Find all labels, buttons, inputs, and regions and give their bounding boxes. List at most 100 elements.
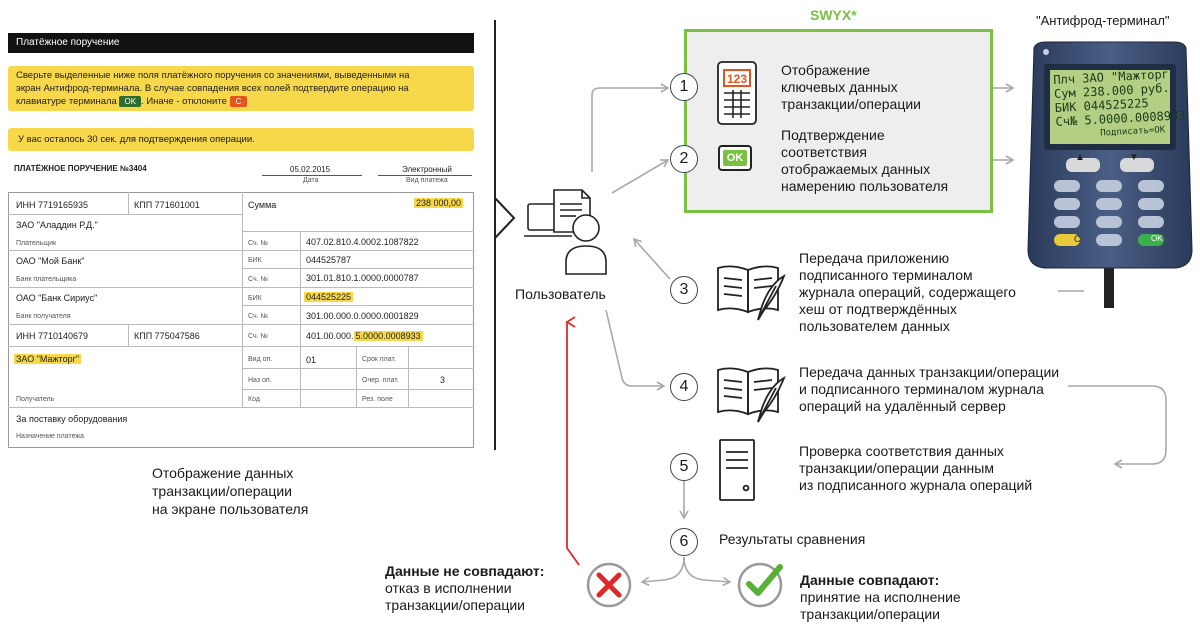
recipient-bank-label: Банк получателя xyxy=(16,313,71,320)
notice-line-3a: клавиатуре терминала xyxy=(16,96,117,107)
step-5-line-1: Проверка соответствия данных xyxy=(799,443,1004,459)
ok-button-label: OK xyxy=(723,150,747,166)
recipient-bank: ОАО "Банк Сириус" xyxy=(16,293,98,303)
rcpt-acc-label: Сч. № xyxy=(248,333,269,340)
verification-notice: Сверьте выделенные ниже поля платёжного … xyxy=(8,66,474,111)
step-3-line-1: Передача приложению xyxy=(799,250,950,266)
step-3-line-4: хеш от подтверждённых xyxy=(799,301,957,317)
screen-digits: 123 xyxy=(727,72,747,86)
caption-left-3: на экране пользователя xyxy=(152,501,309,517)
terminal-screen: Плч ЗАО "Мажторг" Сум 238.000 руб. БИК 0… xyxy=(1053,66,1187,143)
check-icon xyxy=(737,562,783,608)
payer-inn: ИНН 7719165935 xyxy=(16,200,89,210)
payer-name: ЗАО "Аладдин Р.Д." xyxy=(16,220,98,230)
sum-value: 238 000,00 xyxy=(414,198,464,208)
step-1-line-3: транзакции/операции xyxy=(781,96,921,112)
payment-order-header: Платёжное поручение xyxy=(8,33,474,53)
recipient-bik: 044525225 xyxy=(304,292,354,302)
payment-type-label: Вид платежа xyxy=(406,177,448,184)
antifraud-terminal xyxy=(1027,41,1193,308)
step-6-label: Результаты сравнения xyxy=(719,531,866,547)
kod-label: Код xyxy=(248,396,260,403)
caption-left-2: транзакции/операции xyxy=(152,483,292,499)
step-5-line-3: из подписанного журнала операций xyxy=(799,477,1033,493)
terminal-key-c: C xyxy=(1074,234,1081,244)
ok-key-chip: OK xyxy=(119,96,142,107)
step-4-line-2: и подписанного терминалом журнала xyxy=(799,381,1044,397)
payer-bank-acc-label: Сч. № xyxy=(248,276,269,283)
result-fail-title: Данные не совпадают: xyxy=(385,563,545,579)
sum-label: Сумма xyxy=(248,200,277,210)
step-5-number: 5 xyxy=(670,453,698,481)
payer-acc-label: Сч. № xyxy=(248,240,269,247)
step-2-line-4: намерению пользователя xyxy=(781,178,949,194)
timer-notice: У вас осталось 30 сек. для подтверждения… xyxy=(8,128,474,151)
step-2-line-1: Подтверждение xyxy=(781,127,885,143)
recipient-name: ЗАО "Мажторг" xyxy=(14,354,82,364)
notice-line-3: клавиатуре терминала OK. Иначе - отклони… xyxy=(16,95,466,108)
date-value: 05.02.2015 xyxy=(290,165,331,174)
step-3-number: 3 xyxy=(670,276,698,304)
payer-account: 407.02.810.4.0002.1087822 xyxy=(306,237,419,247)
ok-button-icon: OK xyxy=(718,145,752,171)
swyx-label: SWYX* xyxy=(810,7,857,23)
terminal-key-ok: OK xyxy=(1151,234,1163,243)
terminal-key-down: ▼ xyxy=(1129,152,1139,163)
step-2-line-2: соответствия xyxy=(781,144,867,160)
step-6-number: 6 xyxy=(670,528,698,556)
user-label: Пользователь xyxy=(515,286,606,302)
notice-line-2: экран Антифрод-терминала. В случае совпа… xyxy=(16,83,409,94)
payer-bik-label: БИК xyxy=(248,257,262,264)
transfer-journal-icon xyxy=(717,367,786,423)
recipient-account: 401.00.000.5.0000.0008933 xyxy=(306,331,423,341)
rcpt-bank-acc-label: Сч. № xyxy=(248,313,269,320)
caption-left-1: Отображение данных xyxy=(152,465,294,481)
step-3-line-3: журнала операций, содержащего xyxy=(799,284,1016,300)
result-fail-line-1: отказ в исполнении xyxy=(385,580,512,596)
naz-op-label: Наз оп. xyxy=(248,377,272,384)
recipient-kpp: КПП 775047586 xyxy=(134,331,200,341)
payer-kpp: КПП 771601001 xyxy=(134,200,200,210)
rcpt-bik-label: БИК xyxy=(248,295,262,302)
step-3-line-5: пользователем данных xyxy=(799,318,950,334)
terminal-key-up: ▲ xyxy=(1075,152,1085,163)
rez-label: Рез. поле xyxy=(362,396,393,403)
step-2-line-3: отображаемых данных xyxy=(781,161,931,177)
payment-order-title: ПЛАТЁЖНОЕ ПОРУЧЕНИЕ №3404 xyxy=(14,164,147,173)
payer-bank-label: Банк плательщика xyxy=(16,276,77,283)
recipient-inn: ИНН 7710140679 xyxy=(16,331,89,341)
terminal-label: "Антифрод-терминал" xyxy=(1036,13,1170,28)
screen-device-icon: 123 xyxy=(717,61,757,125)
user-icon xyxy=(524,189,607,275)
result-ok-title: Данные совпадают: xyxy=(800,572,940,588)
step-1-line-2: ключевых данных xyxy=(781,79,898,95)
result-fail-line-2: транзакции/операции xyxy=(385,597,525,613)
section-divider xyxy=(494,20,496,450)
recipient-account-a: 401.00.000. xyxy=(306,331,354,341)
payer-bank: ОАО "Мой Банк" xyxy=(16,256,85,266)
step-4-number: 4 xyxy=(670,373,698,401)
recipient-label: Получатель xyxy=(16,396,55,403)
notice-line-3b: . Иначе - отклоните xyxy=(141,96,227,107)
payment-purpose: За поставку оборудования xyxy=(16,414,128,424)
step-3-line-2: подписанного терминалом xyxy=(799,267,973,283)
ocher-value: 3 xyxy=(440,375,446,385)
step-1-line-1: Отображение xyxy=(781,62,871,78)
payer-bank-account: 301.01.810.1.0000.0000787 xyxy=(306,273,419,283)
payer-label: Плательщик xyxy=(16,240,57,247)
server-icon xyxy=(719,439,755,501)
step-5-line-2: транзакции/операции данным xyxy=(799,460,994,476)
ocher-label: Очер. плат. xyxy=(362,377,399,384)
step-1-number: 1 xyxy=(670,73,698,101)
recipient-bank-account: 301.00.000.0.0000.0001829 xyxy=(306,311,419,321)
result-ok-line-2: транзакции/операции xyxy=(800,606,940,622)
divider-pointer xyxy=(494,197,516,239)
signed-journal-icon xyxy=(717,265,786,321)
step-2-number: 2 xyxy=(670,145,698,173)
vid-op-label: Вид оп. xyxy=(248,356,273,363)
recipient-account-b: 5.0000.0008933 xyxy=(353,331,423,341)
step-4-line-3: операций на удалённый сервер xyxy=(799,398,1006,414)
step-4-line-1: Передача данных транзакции/операции xyxy=(799,364,1060,380)
payment-type-value: Электронный xyxy=(402,165,452,174)
